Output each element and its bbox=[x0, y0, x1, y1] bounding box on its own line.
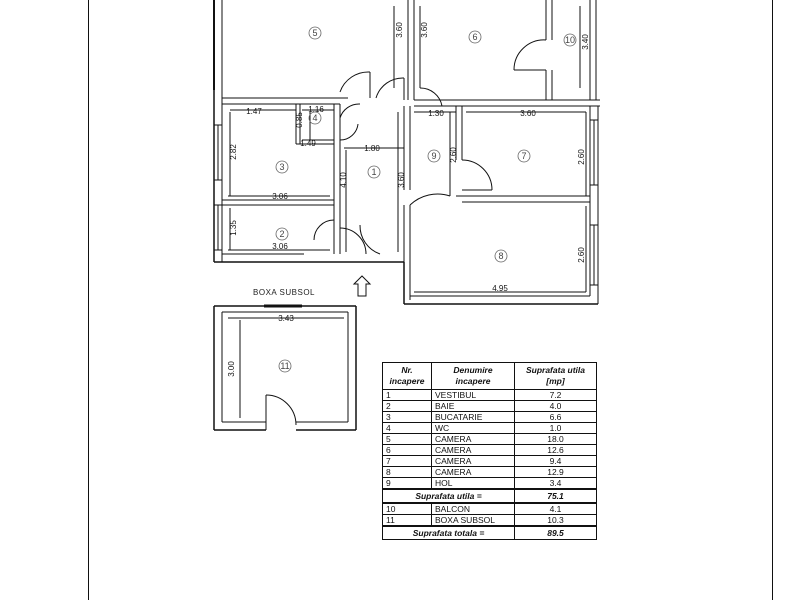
cell-nr: 2 bbox=[382, 400, 432, 412]
header-nr: Nr. incapere bbox=[382, 362, 432, 390]
dim-room3-306: 3.06 bbox=[272, 192, 288, 201]
dim-room2-306: 3.06 bbox=[272, 242, 288, 251]
dim-room6-height: 3.60 bbox=[420, 22, 429, 38]
dim-495: 4.95 bbox=[492, 284, 508, 293]
dim-room5-height: 3.60 bbox=[395, 22, 404, 38]
cell-area: 7.2 bbox=[514, 389, 597, 401]
sheet-border-right bbox=[772, 0, 773, 600]
dim-room10-height: 3.40 bbox=[581, 34, 590, 50]
dim-116: 1.16 bbox=[308, 105, 324, 114]
cell-name: CAMERA bbox=[431, 455, 515, 467]
cell-nr: 9 bbox=[382, 477, 432, 490]
header-name: Denumire incapere bbox=[431, 362, 515, 390]
cell-nr: 3 bbox=[382, 411, 432, 423]
header-area: Suprafata utila [mp] bbox=[514, 362, 597, 390]
cell-area: 18.0 bbox=[514, 433, 597, 445]
cell-nr: 6 bbox=[382, 444, 432, 456]
dim-130: 1.30 bbox=[428, 109, 444, 118]
dim-room7-width: 3.60 bbox=[520, 109, 536, 118]
dim-room7-260: 2.60 bbox=[577, 149, 586, 165]
room-number-4: 4 bbox=[312, 113, 317, 123]
useful-total-row: Suprafata utila = 75.1 bbox=[382, 488, 597, 504]
cell-area: 4.0 bbox=[514, 400, 597, 412]
cell-nr: 10 bbox=[382, 502, 432, 515]
cell-nr: 8 bbox=[382, 466, 432, 478]
cell-name: BOXA SUBSOL bbox=[431, 514, 515, 527]
cell-name: BAIE bbox=[431, 400, 515, 412]
area-table: Nr. incapere Denumire incapere Suprafata… bbox=[382, 362, 597, 540]
dim-085: 0.85 bbox=[295, 112, 304, 128]
cell-area: 6.6 bbox=[514, 411, 597, 423]
cell-nr: 7 bbox=[382, 455, 432, 467]
cell-area: 3.4 bbox=[514, 477, 597, 490]
cell-nr: 4 bbox=[382, 422, 432, 434]
cell-area: 9.4 bbox=[514, 455, 597, 467]
room-number-1: 1 bbox=[371, 167, 376, 177]
dim-135: 1.35 bbox=[229, 220, 238, 236]
cell-nr: 1 bbox=[382, 389, 432, 401]
cell-area: 10.3 bbox=[514, 514, 597, 527]
basement-label: BOXA SUBSOL bbox=[253, 288, 315, 297]
dim-180: 1.80 bbox=[364, 144, 380, 153]
cell-area: 12.6 bbox=[514, 444, 597, 456]
useful-total-label: Suprafata utila = bbox=[382, 488, 515, 504]
dim-410: 4.10 bbox=[339, 172, 348, 188]
cell-area: 4.1 bbox=[514, 502, 597, 515]
room-number-6: 6 bbox=[472, 32, 477, 42]
room-number-7: 7 bbox=[521, 151, 526, 161]
dim-300: 3.00 bbox=[227, 361, 236, 377]
grand-total-value: 89.5 bbox=[514, 525, 597, 540]
sheet-border-left bbox=[88, 0, 89, 600]
cell-name: CAMERA bbox=[431, 433, 515, 445]
cell-area: 12.9 bbox=[514, 466, 597, 478]
room-number-2: 2 bbox=[279, 229, 284, 239]
dim-hall-360: 3.60 bbox=[397, 172, 406, 188]
dim-149: 1.49 bbox=[300, 139, 316, 148]
cell-name: BALCON bbox=[431, 502, 515, 515]
cell-area: 1.0 bbox=[514, 422, 597, 434]
cell-name: HOL bbox=[431, 477, 515, 490]
room-number-8: 8 bbox=[498, 251, 503, 261]
room-number-11: 11 bbox=[280, 361, 289, 371]
cell-nr: 5 bbox=[382, 433, 432, 445]
dim-room9-260: 2.60 bbox=[449, 147, 458, 163]
grand-total-row: Suprafata totala = 89.5 bbox=[382, 525, 597, 540]
dim-room8-260: 2.60 bbox=[577, 247, 586, 263]
grand-total-label: Suprafata totala = bbox=[382, 525, 515, 540]
cell-name: BUCATARIE bbox=[431, 411, 515, 423]
dim-282: 2.82 bbox=[229, 144, 238, 160]
table-header-row: Nr. incapere Denumire incapere Suprafata… bbox=[382, 362, 597, 390]
cell-name: CAMERA bbox=[431, 466, 515, 478]
cell-nr: 11 bbox=[382, 514, 432, 527]
room-number-9: 9 bbox=[431, 151, 436, 161]
dim-343: 3.43 bbox=[278, 314, 294, 323]
room-number-3: 3 bbox=[279, 162, 284, 172]
cell-name: CAMERA bbox=[431, 444, 515, 456]
cell-name: VESTIBUL bbox=[431, 389, 515, 401]
cell-name: WC bbox=[431, 422, 515, 434]
useful-total-value: 75.1 bbox=[514, 488, 597, 504]
room-number-5: 5 bbox=[312, 28, 317, 38]
room-number-10: 10 bbox=[565, 35, 575, 45]
dim-147: 1.47 bbox=[246, 107, 262, 116]
